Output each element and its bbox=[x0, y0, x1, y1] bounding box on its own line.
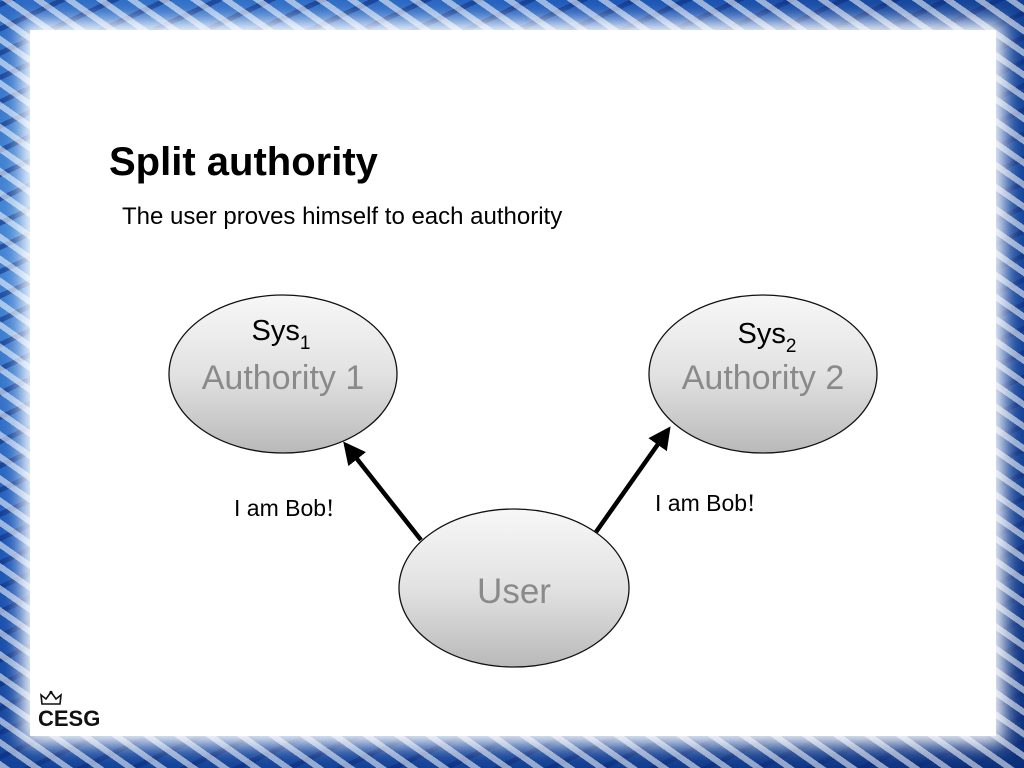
user-node: User bbox=[398, 508, 630, 668]
cesg-logo: CESG bbox=[38, 690, 100, 732]
arrow-user-to-authority-1 bbox=[343, 441, 423, 542]
crown-icon bbox=[40, 690, 62, 705]
authority-1-sys-label: Sys1 bbox=[252, 315, 311, 354]
authority-1-label: Authority 1 bbox=[202, 359, 365, 397]
authority-2-label: Authority 2 bbox=[682, 359, 845, 397]
edge-label-authority-1: I am Bob! bbox=[234, 495, 335, 522]
authority-1-ellipse bbox=[168, 294, 398, 454]
edge-label-authority-2: I am Bob! bbox=[655, 490, 756, 517]
authority-2-ellipse bbox=[648, 294, 878, 454]
cesg-logo-text: CESG bbox=[38, 706, 101, 731]
user-label: User bbox=[477, 572, 551, 611]
user-ellipse bbox=[398, 508, 630, 668]
authority-1-node: Sys1 Authority 1 bbox=[168, 294, 398, 454]
slide-title: Split authority bbox=[109, 140, 378, 184]
slide-subtitle: The user proves himself to each authorit… bbox=[122, 203, 563, 230]
arrow-user-to-authority-2 bbox=[594, 426, 671, 534]
authority-2-node: Sys2 Authority 2 bbox=[648, 294, 878, 454]
authority-2-sys-label: Sys2 bbox=[738, 318, 797, 357]
